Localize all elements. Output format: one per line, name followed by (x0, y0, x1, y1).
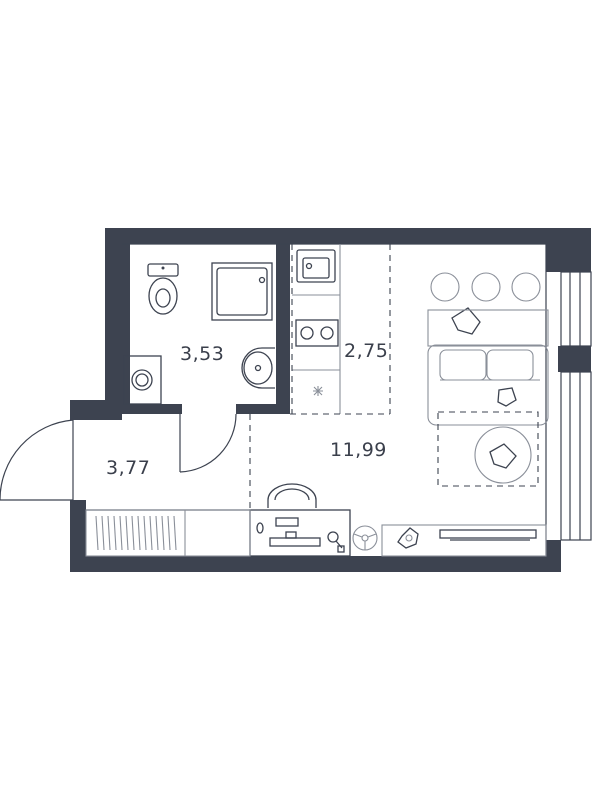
cooktop-icon (295, 319, 339, 347)
wardrobe-hanger (131, 515, 135, 551)
wardrobe-hanger (161, 515, 165, 551)
kitchen-star-icon (313, 386, 323, 396)
wardrobe-hanger (95, 515, 99, 551)
wardrobe-hanger (173, 515, 177, 551)
coffee-table-icon (437, 411, 539, 487)
wardrobe-hanger (119, 515, 123, 551)
wardrobe-hanger (149, 515, 153, 551)
shower-icon (211, 262, 273, 321)
inner-outline (86, 243, 547, 556)
wardrobe-hanger (137, 515, 141, 551)
kitchen-area-label: 2,75 (344, 340, 388, 362)
chair-icon (267, 483, 317, 508)
hall-area-label: 3,77 (106, 457, 150, 479)
steering-wheel-icon (352, 525, 378, 551)
wardrobe-hanger (167, 515, 171, 551)
plant-icon (397, 527, 419, 549)
wardrobe-hanger (125, 515, 129, 551)
sofa-icon (427, 344, 549, 426)
tv-unit-icon (381, 524, 547, 557)
kitchen-sink-icon (296, 249, 336, 283)
wardrobe-hanger (113, 515, 117, 551)
bathroom-area-label: 3,53 (180, 343, 224, 365)
sofa-cushion-icon (451, 307, 517, 407)
living-area-label: 11,99 (330, 439, 387, 461)
sink-icon (241, 347, 275, 389)
zone-boundaries (249, 244, 391, 510)
wardrobe-icon (85, 509, 251, 557)
toilet-icon (147, 263, 179, 315)
wardrobe-hanger (107, 515, 111, 551)
washing-machine-icon (123, 355, 162, 405)
kitchen-counter (292, 244, 341, 414)
sofa-back-panel (427, 309, 549, 347)
wardrobe-hanger (101, 515, 105, 551)
window-right (560, 271, 592, 541)
wardrobe-hanger (143, 515, 147, 551)
wardrobe-hanger (155, 515, 159, 551)
walls (70, 228, 591, 572)
bathroom-door[interactable] (179, 413, 237, 473)
desk-icon (249, 509, 351, 557)
entrance-door[interactable] (0, 419, 74, 501)
pendant-lamp-icon (430, 272, 541, 302)
